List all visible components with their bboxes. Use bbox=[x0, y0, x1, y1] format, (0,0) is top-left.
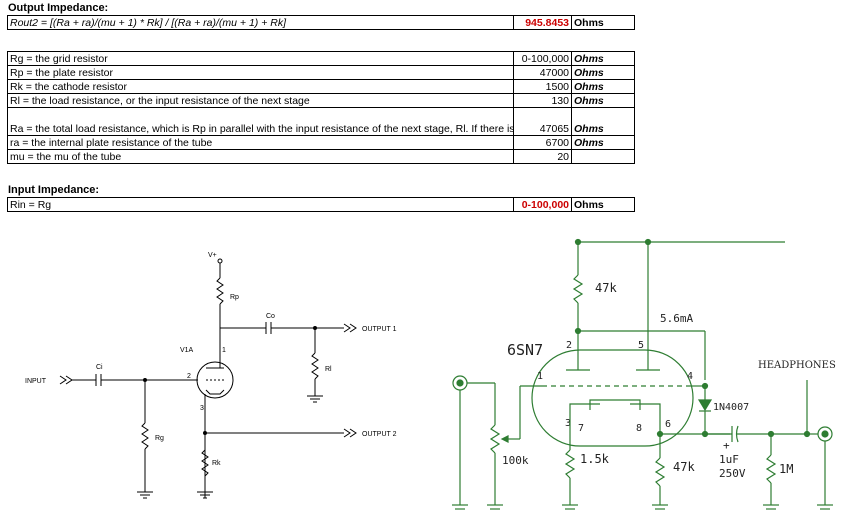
rk-label: Rk bbox=[212, 460, 221, 467]
param-unit-cell[interactable]: Ohms bbox=[571, 135, 635, 150]
r47k-bottom-label: 47k bbox=[673, 460, 695, 474]
tube-type-label: 6SN7 bbox=[507, 341, 543, 359]
r1m-label: 1M bbox=[779, 462, 793, 476]
output-impedance-table: Rout2 = [(Ra + ra)/(mu + 1) * Rk] / [(Ra… bbox=[7, 15, 635, 30]
param-value-cell[interactable]: 20 bbox=[513, 149, 572, 164]
vplus-terminal bbox=[217, 258, 223, 264]
table-row: Rk = the cathode resistor 1500 Ohms bbox=[7, 79, 635, 94]
input-impedance-heading: Input Impedance: bbox=[8, 184, 100, 196]
rk-resistor bbox=[201, 449, 209, 477]
table-row: Rg = the grid resistor 0-100,000 Ohms bbox=[7, 51, 635, 66]
param-desc-cell[interactable]: Rp = the plate resistor bbox=[7, 65, 514, 80]
param-desc-cell[interactable]: ra = the internal plate resistance of th… bbox=[7, 135, 514, 150]
param-desc-cell[interactable]: Rg = the grid resistor bbox=[7, 51, 514, 66]
diode-label: 1N4007 bbox=[713, 402, 749, 413]
tube-pin2-label: 2 bbox=[566, 340, 572, 351]
cap-value-label: 1uF bbox=[719, 453, 739, 466]
input-unit-cell[interactable]: Ohms bbox=[571, 197, 635, 212]
ci-label: Ci bbox=[96, 364, 103, 371]
r47k-bottom-resistor bbox=[654, 457, 666, 487]
vplus-label: V+ bbox=[208, 252, 217, 259]
tube-pin2-label: 2 bbox=[187, 373, 191, 380]
table-row: Rout2 = [(Ra + ra)/(mu + 1) * Rk] / [(Ra… bbox=[7, 15, 635, 30]
output2-label: OUTPUT 2 bbox=[362, 431, 397, 438]
r15k-label: 1.5k bbox=[580, 452, 610, 466]
diode-1n4007 bbox=[697, 399, 713, 412]
headphones-label: HEADPHONES bbox=[758, 360, 836, 371]
r47k-top-resistor bbox=[572, 274, 584, 304]
cathode-follower-schematic: V+ Rp Co OUTPUT 1 Rl V1A 1 2 3 INPUT Ci … bbox=[25, 252, 397, 499]
param-value-cell[interactable]: 1500 bbox=[513, 79, 572, 94]
parameter-table: Rg = the grid resistor 0-100,000 Ohms Rp… bbox=[7, 51, 635, 164]
param-unit-cell[interactable]: Ohms bbox=[571, 93, 635, 108]
r15k-resistor bbox=[564, 449, 576, 479]
output-impedance-heading: Output Impedance: bbox=[8, 2, 109, 14]
param-value-cell[interactable]: 0-100,000 bbox=[513, 51, 572, 66]
output-unit-cell[interactable]: Ohms bbox=[571, 15, 635, 30]
tube-pin7-label: 7 bbox=[578, 423, 584, 434]
table-row: ra = the internal plate resistance of th… bbox=[7, 135, 635, 150]
param-unit-cell[interactable]: Ohms bbox=[571, 107, 635, 136]
param-desc-cell[interactable]: Rk = the cathode resistor bbox=[7, 79, 514, 94]
param-desc-cell[interactable]: Ra = the total load resistance, which is… bbox=[7, 107, 514, 136]
v1a-label: V1A bbox=[180, 347, 194, 354]
param-value-cell[interactable]: 47065 bbox=[513, 107, 572, 136]
param-unit-cell[interactable]: Ohms bbox=[571, 79, 635, 94]
pot-label: 100k bbox=[502, 454, 529, 467]
rl-label: Rl bbox=[325, 366, 332, 373]
table-row: mu = the mu of the tube 20 bbox=[7, 149, 635, 164]
input-impedance-table: Rin = Rg 0-100,000 Ohms bbox=[7, 197, 635, 212]
param-desc-cell[interactable]: mu = the mu of the tube bbox=[7, 149, 514, 164]
ground-symbols bbox=[452, 504, 833, 510]
r47k-top-label: 47k bbox=[595, 281, 617, 295]
tube-cathode-right bbox=[630, 403, 661, 416]
table-row: Ra = the total load resistance, which is… bbox=[7, 107, 635, 136]
table-row: Rl = the load resistance, or the input r… bbox=[7, 93, 635, 108]
output1-label: OUTPUT 1 bbox=[362, 326, 397, 333]
tube-pin8-label: 8 bbox=[636, 423, 642, 434]
param-desc-cell[interactable]: Rl = the load resistance, or the input r… bbox=[7, 93, 514, 108]
param-value-cell[interactable]: 47000 bbox=[513, 65, 572, 80]
table-row: Rin = Rg 0-100,000 Ohms bbox=[7, 197, 635, 212]
param-unit-cell[interactable]: Ohms bbox=[571, 65, 635, 80]
tube-pin3-label: 3 bbox=[200, 405, 204, 412]
table-row: Rp = the plate resistor 47000 Ohms bbox=[7, 65, 635, 80]
r1m-resistor bbox=[765, 454, 777, 484]
output-value-cell[interactable]: 945.8453 bbox=[513, 15, 572, 30]
cap-plus-label: + bbox=[723, 439, 730, 452]
tube-pin3-label: 3 bbox=[565, 418, 571, 429]
rp-label: Rp bbox=[230, 294, 239, 301]
pot-100k bbox=[489, 424, 501, 454]
tube-6sn7-envelope bbox=[531, 349, 694, 447]
rg-label: Rg bbox=[155, 435, 164, 442]
param-value-cell[interactable]: 6700 bbox=[513, 135, 572, 150]
input-label: INPUT bbox=[25, 378, 47, 385]
rl-resistor bbox=[311, 352, 319, 380]
tube-pin5-label: 5 bbox=[638, 340, 644, 351]
output-formula-cell[interactable]: Rout2 = [(Ra + ra)/(mu + 1) * Rk] / [(Ra… bbox=[7, 15, 514, 30]
param-unit-cell[interactable]: Ohms bbox=[571, 51, 635, 66]
cap-voltage-label: 250V bbox=[719, 467, 746, 480]
rp-resistor bbox=[216, 277, 224, 305]
tube-pin4-label: 4 bbox=[687, 371, 693, 382]
tube-cathode-left bbox=[569, 403, 600, 416]
input-value-cell[interactable]: 0-100,000 bbox=[513, 197, 572, 212]
tube-pin6-label: 6 bbox=[665, 419, 671, 430]
current-label: 5.6mA bbox=[660, 312, 693, 325]
param-unit-cell[interactable] bbox=[571, 149, 635, 164]
co-label: Co bbox=[266, 313, 275, 320]
headphone-amp-schematic: 47k 5.6mA 6SN7 2 5 1 4 3 7 8 6 100k 1.5k… bbox=[452, 238, 836, 510]
tube-pin1-label: 1 bbox=[222, 347, 226, 354]
rg-resistor bbox=[141, 422, 149, 450]
tube-cathode bbox=[205, 389, 225, 395]
param-value-cell[interactable]: 130 bbox=[513, 93, 572, 108]
input-formula-cell[interactable]: Rin = Rg bbox=[7, 197, 514, 212]
tube-pin1-label: 1 bbox=[537, 371, 543, 382]
